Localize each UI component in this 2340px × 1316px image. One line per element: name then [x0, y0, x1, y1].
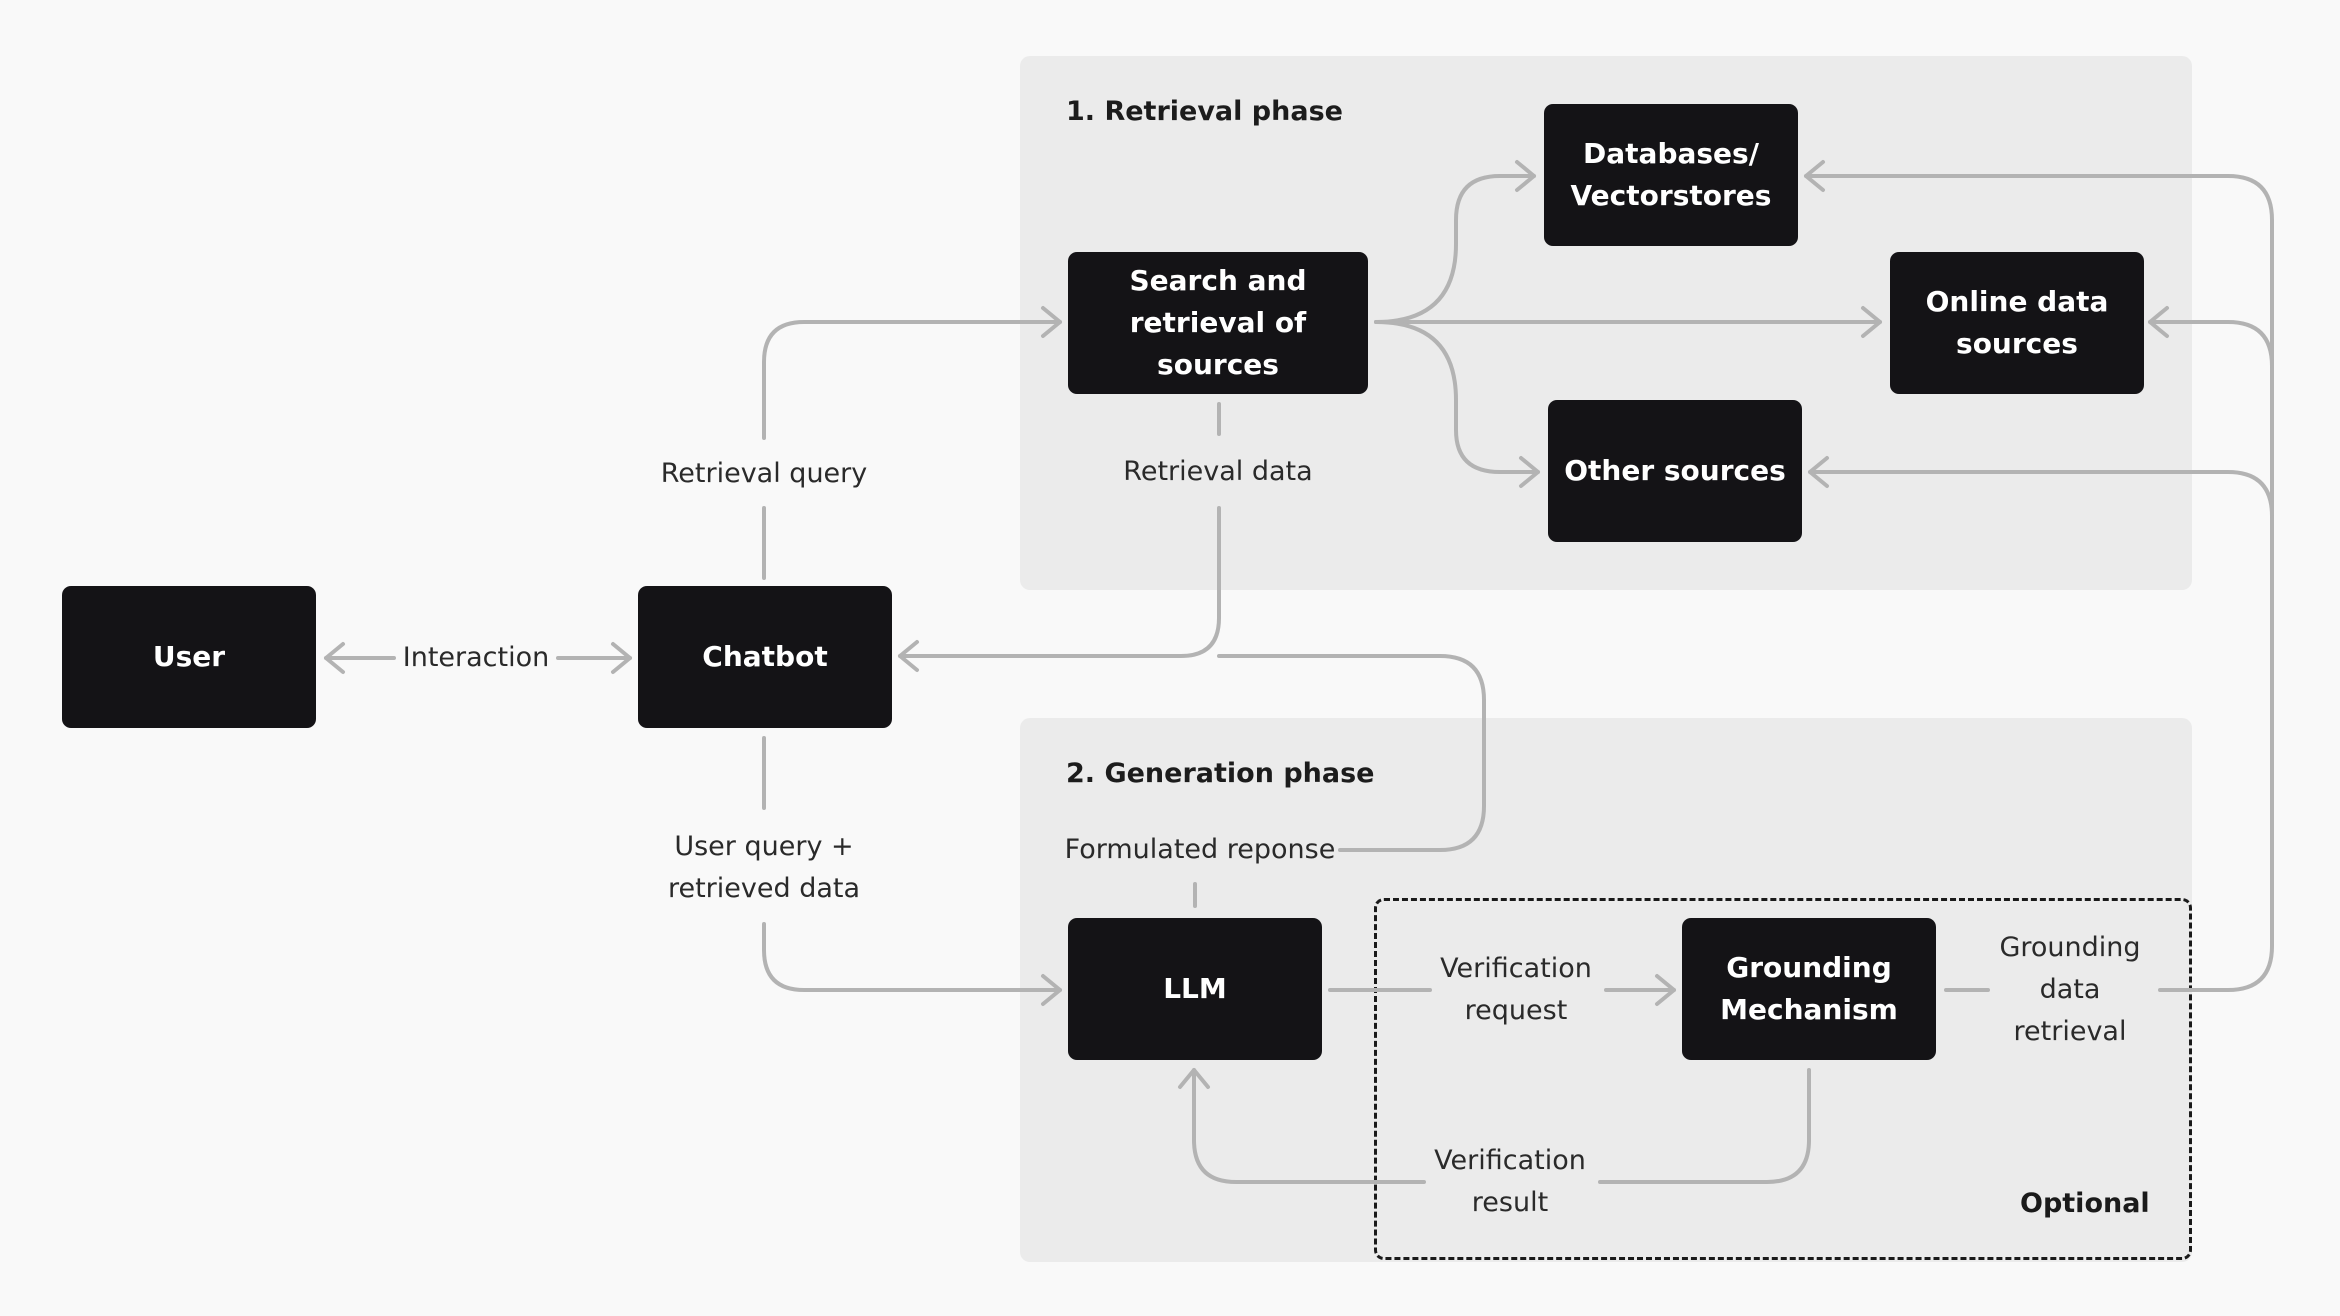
online-sources-node-label: Online data sources	[1925, 285, 2109, 360]
arrowhead	[2148, 306, 2169, 338]
arrowhead	[1519, 456, 1540, 488]
user-node: User	[62, 586, 316, 728]
arrowhead	[1178, 1068, 1210, 1089]
arrowhead	[1515, 160, 1536, 192]
edge-label-grounding-retrieval: Grounding data retrieval	[1999, 932, 2141, 1047]
databases-node-label: Databases/ Vectorstores	[1570, 137, 1772, 212]
other-sources-node-label: Other sources	[1564, 454, 1786, 487]
llm-node: LLM	[1068, 918, 1322, 1060]
other-sources-node: Other sources	[1548, 400, 1802, 542]
edge-retrieval-data-lower	[898, 506, 1221, 658]
arrowhead	[1655, 974, 1676, 1006]
edge-label-retrieval-data: Retrieval data	[1123, 456, 1313, 487]
arrowhead	[898, 640, 919, 672]
edge-search-to-other	[1374, 320, 1540, 474]
grounding-mechanism-node-label: Grounding Mechanism	[1720, 951, 1898, 1026]
edge-formulated-response	[1217, 654, 1486, 852]
databases-node: Databases/ Vectorstores	[1544, 104, 1798, 246]
llm-node-label: LLM	[1163, 972, 1227, 1005]
arrowhead	[1804, 160, 1825, 192]
arrowhead	[1041, 306, 1062, 338]
optional-region	[1374, 898, 2192, 1260]
arrowhead	[1808, 456, 1829, 488]
edge-retrieval-query-upper	[762, 320, 1062, 440]
user-node-label: User	[152, 640, 226, 673]
edge-label-formulated-response: Formulated reponse	[1064, 834, 1336, 865]
edge-label-user-query: User query + retrieved data	[667, 831, 861, 904]
grounding-mechanism-node: Grounding Mechanism	[1682, 918, 1936, 1060]
edge-label-retrieval-query: Retrieval query	[660, 458, 868, 489]
online-sources-node: Online data sources	[1890, 252, 2144, 394]
edge-label-interaction: Interaction	[402, 642, 550, 673]
edge-search-to-databases	[1374, 174, 1536, 324]
generation-phase-title: 2. Generation phase	[1066, 758, 1375, 789]
arrowhead	[611, 642, 632, 674]
arrowhead	[1861, 306, 1882, 338]
edge-label-verification-request: Verification request	[1440, 953, 1592, 1026]
arrowhead	[324, 642, 345, 674]
edge-user-query-lower	[762, 922, 1062, 992]
edge-verification-result-right	[1598, 1068, 1811, 1184]
search-retrieval-node: Search and retrieval of sources	[1068, 252, 1368, 394]
optional-label: Optional	[2020, 1188, 2150, 1219]
edge-label-verification-result: Verification result	[1434, 1145, 1586, 1218]
edge-grounding-to-online	[2148, 320, 2274, 368]
arrowhead	[1041, 974, 1062, 1006]
edge-grounding-to-databases	[1804, 174, 2274, 992]
search-retrieval-node-label: Search and retrieval of sources	[1129, 264, 1307, 381]
edge-grounding-to-other	[1808, 470, 2274, 518]
chatbot-node: Chatbot	[638, 586, 892, 728]
edge-verification-result-left	[1192, 1068, 1426, 1184]
chatbot-node-label: Chatbot	[702, 640, 828, 673]
retrieval-phase-title: 1. Retrieval phase	[1066, 96, 1343, 127]
